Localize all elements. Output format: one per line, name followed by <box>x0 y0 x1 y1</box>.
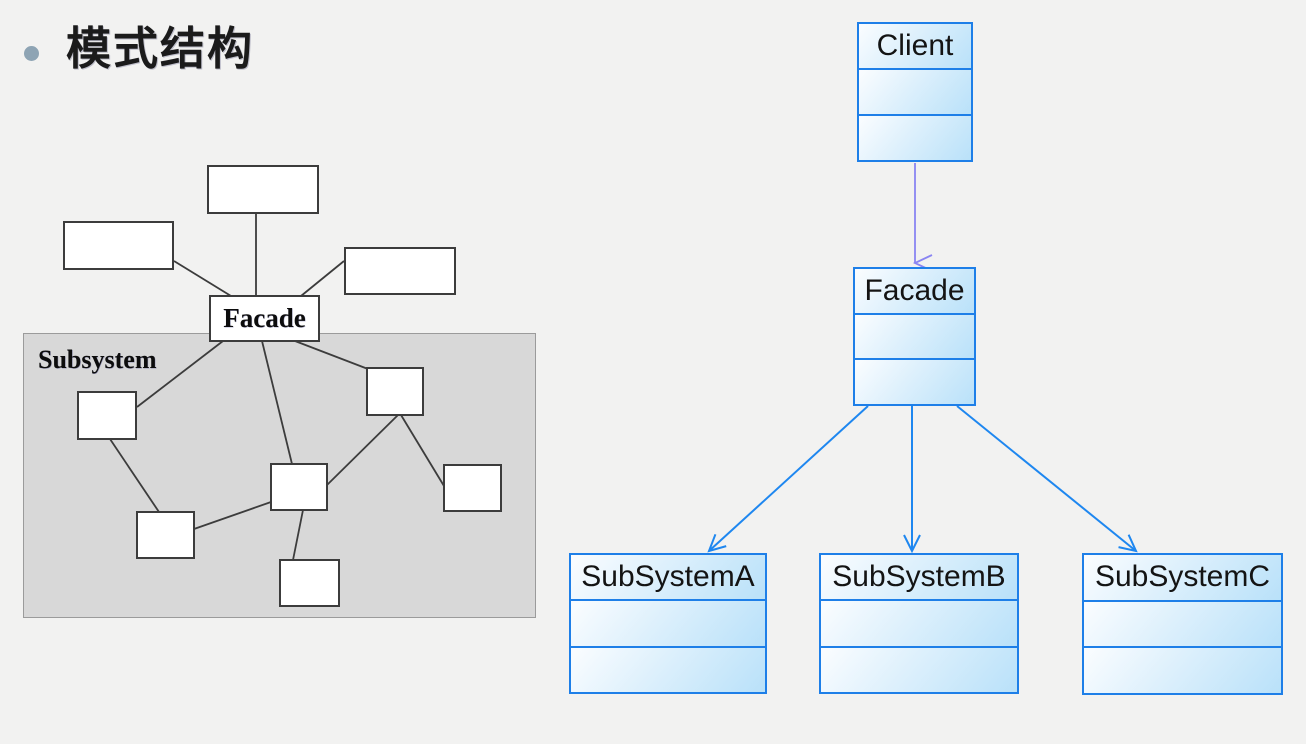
facade-attributes-compartment <box>855 312 974 359</box>
subsystem-b-operations-compartment <box>821 645 1017 692</box>
subsystem-c-operations-compartment <box>1084 646 1281 694</box>
subsystem-box-6 <box>279 559 340 607</box>
unlabeled-box-left <box>63 221 174 270</box>
facade-box-label: Facade <box>223 303 306 333</box>
concept-diagram-connectors <box>109 214 445 561</box>
client-attributes-compartment <box>859 68 971 114</box>
facade-box: Facade <box>209 295 320 342</box>
subsystem-a-attributes-compartment <box>571 599 765 646</box>
subsystem-b-class-name: SubSystemB <box>821 555 1017 600</box>
facade-operations-compartment <box>855 358 974 405</box>
uml-arrows <box>707 163 1138 554</box>
unlabeled-box-right <box>344 247 456 295</box>
facade-to-subsystem-c-arrow <box>956 405 1138 553</box>
connector-line <box>326 414 399 486</box>
facade-class-box: Facade <box>853 267 976 406</box>
client-class-box: Client <box>857 22 973 162</box>
subsystem-box-3 <box>136 511 195 559</box>
bullet-icon <box>24 46 39 61</box>
subsystem-a-class-name: SubSystemA <box>571 555 765 600</box>
client-operations-compartment <box>859 114 971 160</box>
subsystem-box-2 <box>366 367 424 416</box>
subsystem-a-class-box: SubSystemA <box>569 553 767 694</box>
connector-line <box>300 260 345 297</box>
facade-to-subsystem-a-arrow <box>707 405 869 553</box>
subsystem-box-5 <box>443 464 502 512</box>
slide-title-row: 模式结构 <box>24 24 254 76</box>
connector-line <box>400 414 445 487</box>
connector-line <box>173 260 232 297</box>
subsystem-c-attributes-compartment <box>1084 599 1281 647</box>
subsystem-b-class-box: SubSystemB <box>819 553 1019 694</box>
connector-line <box>261 340 293 465</box>
facade-class-name: Facade <box>855 269 974 313</box>
connector-line <box>294 340 369 370</box>
subsystem-c-class-box: SubSystemC <box>1082 553 1283 695</box>
subsystem-c-class-name: SubSystemC <box>1084 555 1281 600</box>
subsystem-b-attributes-compartment <box>821 599 1017 646</box>
connector-line <box>136 340 224 408</box>
subsystem-box-1 <box>77 391 137 440</box>
subsystem-box-4 <box>270 463 328 511</box>
unlabeled-box-top <box>207 165 319 214</box>
subsystem-a-operations-compartment <box>571 645 765 692</box>
connector-line <box>109 438 160 513</box>
connector-line <box>193 501 272 530</box>
connector-line <box>292 509 304 561</box>
subsystem-region-label: Subsystem <box>38 345 157 374</box>
slide-title: 模式结构 <box>66 24 255 74</box>
client-class-name: Client <box>859 24 971 68</box>
